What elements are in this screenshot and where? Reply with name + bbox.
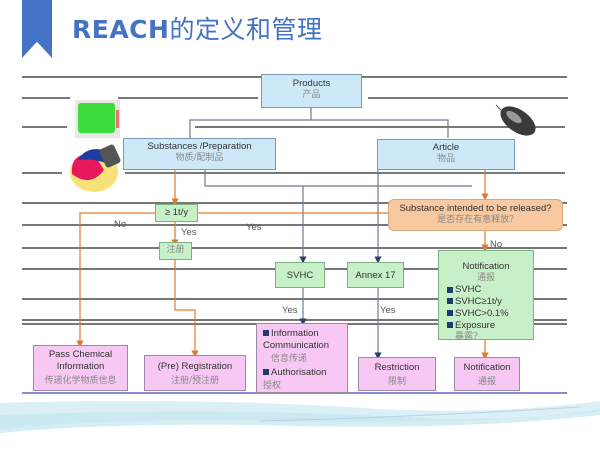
label-yes-tonnage: Yes [181, 227, 197, 238]
register-cn-box: 注册 [159, 242, 192, 260]
notification-final-label-cn: 通报 [477, 376, 496, 387]
intended-release-label: Substance intended to be released? [399, 203, 552, 214]
restriction-label: Restriction [374, 362, 420, 373]
bullet-icon [447, 298, 453, 305]
products-label-cn: 产品 [302, 89, 321, 100]
article-label: Article [432, 142, 460, 153]
substances-label-cn: 物质/配制品 [175, 152, 224, 163]
notification-check-footer: 暴露? [455, 331, 478, 342]
title-latin: REACH [72, 15, 170, 44]
tonnage-label: ≥ 1t/y [164, 207, 189, 218]
colored-powder-image [70, 144, 121, 192]
decorative-wave [0, 401, 600, 433]
annex17-box: Annex 17 [347, 262, 404, 288]
pass-chemical-label-cn: 传递化学物质信息 [44, 375, 117, 386]
pass-chemical-label: Pass Chemical Information [48, 349, 113, 372]
bullet-icon [263, 330, 269, 337]
pre-registration-box: (Pre) Registration 注册/预注册 [144, 355, 246, 391]
annex17-label: Annex 17 [355, 270, 396, 281]
auth-item: Authorisation [263, 367, 347, 379]
info-item-cn: 信息传递 [271, 353, 308, 364]
article-label-cn: 物品 [436, 153, 455, 164]
page-title: REACH的定义和管理 [72, 10, 322, 46]
bullet-icon [447, 322, 453, 329]
notification-item: SVHC [447, 284, 533, 296]
info-item: Information Communication [263, 328, 329, 351]
label-no-release: No [490, 239, 503, 250]
info-auth-box: Information Communication 信息传递 Authorisa… [256, 323, 348, 393]
bullet-icon [447, 286, 453, 293]
notification-check-box: Notification 通报 SVHC SVHC≥1t/y SVHC>0.1%… [438, 250, 534, 342]
label-yes-annex: Yes [380, 305, 396, 316]
computer-mouse-image [495, 104, 536, 136]
products-box: Products 产品 [261, 74, 362, 108]
svhc-box: SVHC [275, 262, 325, 288]
substances-box: Substances /Preparation 物质/配制品 [123, 138, 276, 170]
substances-label: Substances /Preparation [147, 141, 252, 152]
products-label: Products [292, 78, 331, 89]
notification-final-label: Notification [463, 362, 511, 373]
notification-check-label: Notification [462, 261, 510, 272]
restriction-label-cn: 限制 [387, 376, 406, 387]
bullet-icon [447, 310, 453, 317]
intended-release-box: Substance intended to be released? 是否存在有… [388, 199, 563, 231]
label-no-left: No [114, 219, 127, 230]
label-yes-middle: Yes [246, 222, 262, 233]
green-powder-image [75, 100, 120, 138]
title-cn: 的定义和管理 [169, 15, 323, 44]
notification-item: SVHC>0.1% [447, 308, 533, 320]
svhc-label: SVHC [286, 270, 314, 281]
pass-chemical-box: Pass Chemical Information 传递化学物质信息 [33, 345, 128, 391]
bullet-icon [263, 369, 269, 376]
notification-final-box: Notification 通报 [454, 357, 520, 391]
pre-registration-label-cn: 注册/预注册 [170, 375, 220, 386]
intended-release-label-cn: 是否存在有意释放? [437, 214, 514, 225]
pre-registration-label: (Pre) Registration [157, 361, 233, 372]
notification-item: SVHC≥1t/y [447, 296, 533, 308]
notification-check-label-cn: 通报 [476, 272, 495, 283]
label-yes-svhc: Yes [282, 305, 298, 316]
tonnage-box: ≥ 1t/y [155, 204, 198, 222]
restriction-box: Restriction 限制 [358, 357, 436, 391]
auth-item-cn: 授权 [263, 380, 282, 391]
register-cn-label: 注册 [166, 245, 185, 255]
notification-item: Exposure [447, 320, 533, 332]
article-box: Article 物品 [377, 139, 515, 170]
